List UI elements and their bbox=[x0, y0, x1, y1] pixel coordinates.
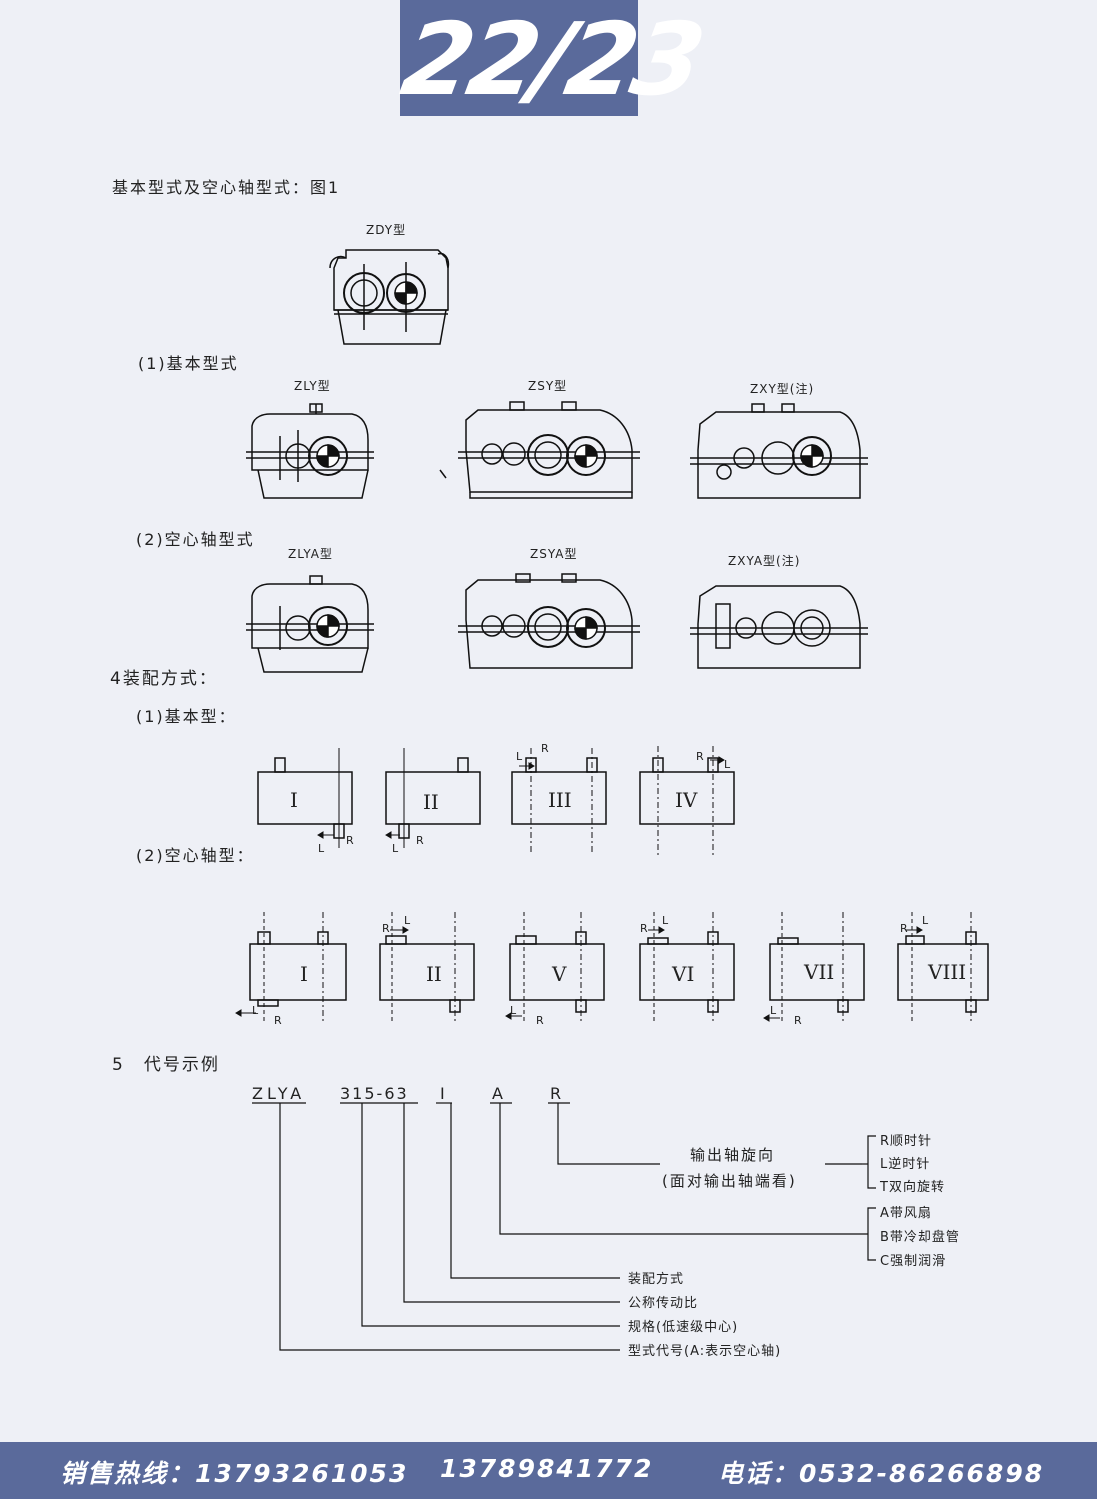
dir-label-r: R bbox=[346, 834, 354, 847]
cooling-option-a: A带风扇 bbox=[880, 1206, 932, 1221]
model-zxya-label: ZXYA型(注) bbox=[728, 554, 801, 568]
dir-label-l: L bbox=[510, 1004, 517, 1017]
technical-drawings bbox=[235, 249, 989, 1351]
direction-arrows bbox=[235, 756, 923, 1022]
assembly-basic-label-4: IV bbox=[675, 788, 698, 812]
model-zsya-label: ZSYA型 bbox=[530, 547, 578, 561]
legend-ratio: 公称传动比 bbox=[628, 1296, 699, 1311]
rotation-note: (面对输出轴端看) bbox=[662, 1172, 797, 1190]
assembly-hollow-label-4: VI bbox=[672, 962, 695, 986]
zsy-drawing bbox=[439, 401, 640, 499]
assembly-basic-label-3: III bbox=[548, 788, 572, 812]
rotation-option-r: R顺时针 bbox=[880, 1134, 933, 1149]
code-part-size: 315-63 bbox=[340, 1084, 409, 1103]
dir-label-r: R bbox=[640, 922, 648, 935]
section4-title: 4装配方式： bbox=[110, 669, 218, 689]
model-zsy-label: ZSY型 bbox=[528, 379, 568, 393]
dir-label-l: L bbox=[392, 842, 399, 855]
assembly-hollow-label-6: VIII bbox=[928, 960, 967, 984]
zxy-drawing bbox=[690, 403, 868, 499]
basic-type-heading: (1)基本型式 bbox=[138, 354, 239, 373]
dir-label-r: R bbox=[416, 834, 424, 847]
assembly-hollow-diagrams bbox=[249, 912, 989, 1022]
rotation-option-t: T双向旋转 bbox=[880, 1180, 945, 1195]
assembly-basic-diagrams bbox=[257, 746, 735, 856]
dir-label-r: R bbox=[382, 922, 390, 935]
dir-label-l: L bbox=[252, 1004, 259, 1017]
assembly-hollow-label-2: II bbox=[426, 962, 442, 986]
legend-assembly: 装配方式 bbox=[628, 1272, 685, 1287]
section5-title: 5 代号示例 bbox=[112, 1055, 220, 1075]
zxya-drawing bbox=[690, 585, 868, 669]
dir-label-r: R bbox=[900, 922, 908, 935]
dir-label-r: R bbox=[536, 1014, 544, 1027]
dir-label-r: R bbox=[696, 750, 704, 763]
assembly-basic-label-2: II bbox=[423, 790, 439, 814]
footer-bar: 销售热线：13793261053 13789841772 电话：0532-862… bbox=[0, 1442, 1097, 1499]
dir-label-l: L bbox=[318, 842, 325, 855]
model-zlya-label: ZLYA型 bbox=[288, 547, 333, 561]
footer-hotline-2: 13789841772 bbox=[440, 1454, 654, 1483]
assembly-basic-label-1: I bbox=[290, 788, 298, 812]
dir-label-r: R bbox=[541, 742, 549, 755]
code-part-model: ZLYA bbox=[252, 1084, 306, 1103]
dir-label-l: L bbox=[922, 914, 929, 927]
footer-hotline: 销售热线：13793261053 bbox=[60, 1459, 409, 1488]
code-leader-lines bbox=[252, 1102, 876, 1351]
cooling-option-c: C强制润滑 bbox=[880, 1254, 947, 1269]
dir-label-l: L bbox=[724, 758, 731, 771]
section3-title: 基本型式及空心轴型式：图1 bbox=[112, 178, 341, 197]
dir-label-r: R bbox=[274, 1014, 282, 1027]
zsya-drawing bbox=[458, 573, 640, 669]
legend-type-code: 型式代号(A:表示空心轴) bbox=[628, 1344, 782, 1359]
assembly-hollow-label-3: V bbox=[552, 962, 567, 986]
code-part-rotation: R bbox=[550, 1084, 564, 1103]
assembly-hollow-label-5: VII bbox=[804, 960, 835, 984]
rotation-label: 输出轴旋向 bbox=[690, 1146, 776, 1164]
model-zly-label: ZLY型 bbox=[294, 379, 331, 393]
zlya-drawing bbox=[246, 575, 374, 673]
zdy-drawing bbox=[329, 249, 450, 345]
footer-phone: 电话：0532-86266898 bbox=[718, 1459, 1045, 1488]
assembly-hollow-label-1: I bbox=[300, 962, 308, 986]
dir-label-l: L bbox=[770, 1004, 777, 1017]
dir-label-l: L bbox=[662, 914, 669, 927]
dir-label-r: R bbox=[794, 1014, 802, 1027]
model-zdy-label: ZDY型 bbox=[366, 223, 407, 237]
dir-label-l: L bbox=[404, 914, 411, 927]
zly-drawing bbox=[246, 403, 374, 499]
code-part-cooling: A bbox=[492, 1084, 505, 1103]
legend-spec: 规格(低速级中心) bbox=[628, 1320, 739, 1335]
assembly-hollow-heading: (2)空心轴型： bbox=[136, 846, 255, 865]
code-part-assembly: I bbox=[440, 1084, 447, 1103]
page-number-badge: 22/23 bbox=[394, 0, 709, 118]
assembly-basic-heading: (1)基本型： bbox=[136, 707, 237, 726]
hollow-type-heading: (2)空心轴型式 bbox=[136, 530, 255, 549]
rotation-option-l: L逆时针 bbox=[880, 1157, 931, 1172]
dir-label-l: L bbox=[516, 750, 523, 763]
model-zxy-label: ZXY型(注) bbox=[750, 382, 815, 396]
cooling-option-b: B带冷却盘管 bbox=[880, 1230, 960, 1245]
